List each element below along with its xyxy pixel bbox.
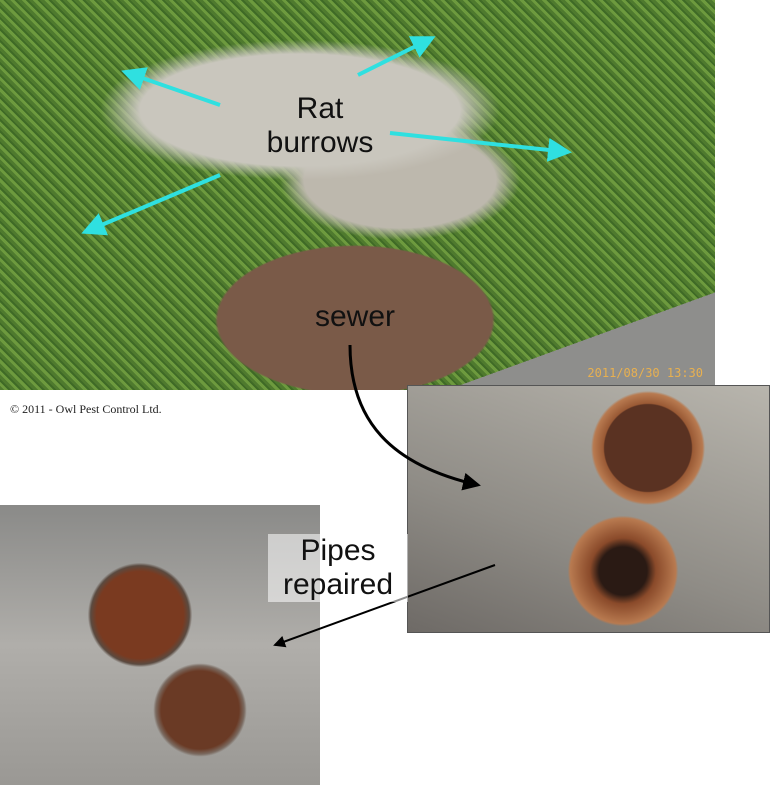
repaired-pipes-photo [0,505,320,785]
black-arrow [273,564,496,648]
pipes-repaired-label: Pipes repaired [268,534,408,602]
label-line: Rat [296,92,344,125]
rat-burrows-label: Rat burrows [255,92,385,160]
cyan-arrow [81,173,221,236]
copyright-text: © 2011 - Owl Pest Control Ltd. [10,402,162,416]
cyan-arrow [121,67,221,107]
broken-pipes-photo [407,385,770,633]
cyan-arrow [389,131,572,162]
cyan-arrow [357,36,436,77]
sewer-label: sewer [314,300,396,333]
grass-manhole-photo: 2011/08/30 13:30 [0,0,715,390]
label-line: repaired [282,568,394,601]
label-line: burrows [266,126,374,159]
black-arrow [348,344,481,491]
label-line: Pipes [300,534,376,567]
timestamp: 2011/08/30 13:30 [587,366,703,380]
